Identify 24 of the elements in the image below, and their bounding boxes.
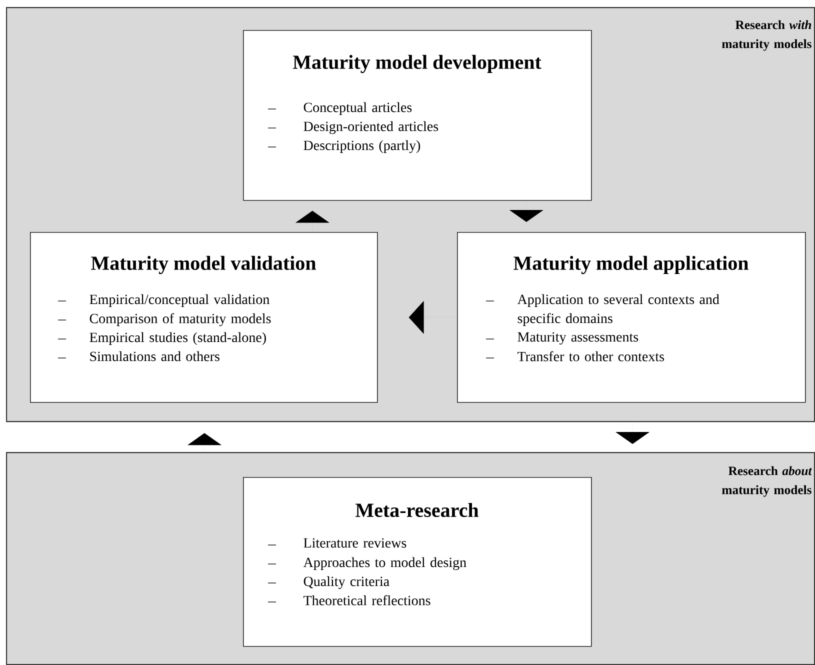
box-heading: Meta-research [356, 502, 479, 518]
box-heading: Maturity model development [292, 54, 542, 74]
process-box [457, 232, 806, 403]
process-box [30, 232, 378, 403]
list-item: Empirical/conceptual validation [90, 294, 270, 307]
list-item: Application to several contexts and specific domains [517, 294, 720, 326]
list-item: Design-oriented articles [304, 121, 438, 134]
list-item: Simulations and others [90, 351, 220, 362]
list-item: Comparison of maturity models [90, 313, 271, 326]
process-box [243, 30, 592, 201]
band-label: Research about maturity models [722, 466, 812, 497]
list-item: Maturity assessments [518, 332, 638, 345]
list-item: Approaches to model design [303, 557, 466, 570]
list-item: Descriptions (partly) [304, 140, 420, 153]
list-item: Theoretical reflections [304, 595, 430, 606]
band-label: Research with maturity models [722, 20, 812, 51]
process-box [243, 477, 592, 647]
list-item: Literature reviews [304, 538, 406, 548]
box-heading: Maturity model validation [91, 256, 316, 274]
list-item: Transfer to other contexts [518, 351, 664, 362]
list-item: Conceptual articles [304, 102, 412, 115]
box-heading: Maturity model application [514, 256, 748, 274]
list-item: Quality criteria [304, 576, 390, 589]
list-item: Empirical studies (stand-alone) [90, 332, 266, 345]
